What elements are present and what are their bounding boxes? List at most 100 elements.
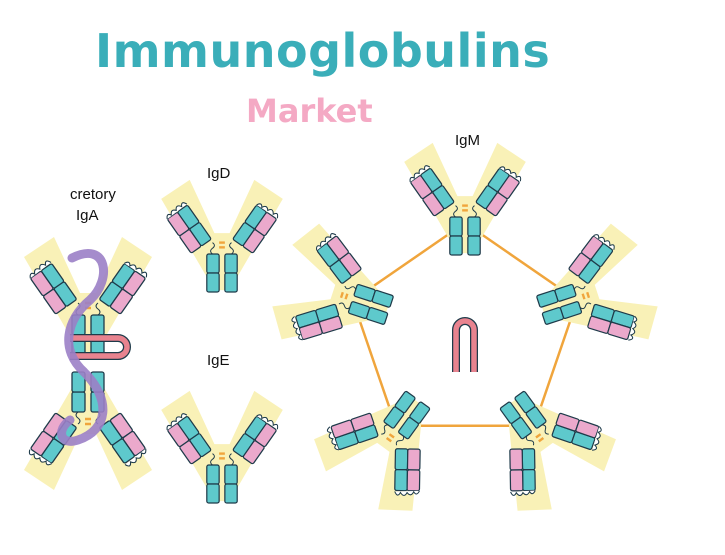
heavy-chain-domain — [206, 483, 220, 504]
hinge-region — [525, 424, 549, 446]
heavy-chain-domain — [224, 272, 238, 293]
ige-antibody — [161, 390, 283, 504]
left-fab-arm — [166, 202, 212, 254]
right-fab-arm — [326, 412, 379, 451]
label-igm: IgM — [455, 132, 481, 149]
hinge-region — [210, 242, 234, 255]
label-ige: IgE — [207, 352, 230, 369]
antigen-binding-zone — [161, 390, 283, 502]
light-chain-domain — [254, 212, 277, 237]
hinge-bond — [344, 293, 349, 300]
heavy-chain-domain — [224, 253, 238, 274]
antigen-binding-site — [628, 315, 638, 341]
light-chain-domain — [30, 430, 54, 457]
heavy-chain-domain — [366, 306, 389, 325]
heavy-chain-domain — [371, 289, 394, 308]
antigen-binding-site — [510, 490, 536, 497]
antigen-binding-site — [593, 234, 615, 250]
hinge-region — [338, 285, 357, 310]
light-chain-domain — [30, 270, 54, 297]
light-chain-domain — [298, 321, 323, 341]
antigen-binding-site — [499, 166, 522, 182]
label-iga: IgA — [76, 207, 99, 224]
antigen-binding-site — [28, 449, 52, 466]
light-chain-domain — [122, 430, 146, 457]
hinge-bond — [586, 291, 591, 299]
left-fab-arm — [568, 234, 615, 284]
right-fab-arm — [475, 166, 522, 217]
antigen-binding-zone — [24, 237, 152, 353]
hinge-region — [573, 285, 592, 310]
antigen-binding-site — [124, 448, 147, 467]
right-fab-arm — [232, 203, 279, 254]
page-title: Immunoglobulins — [95, 24, 551, 78]
label-secretory: cretory — [70, 186, 116, 203]
left-fab-arm — [394, 448, 421, 496]
light-chain-domain — [575, 419, 600, 439]
antigen-binding-site — [394, 490, 420, 496]
igm-monomer — [404, 142, 526, 256]
heavy-chain-domain — [206, 272, 220, 293]
hinge-bond — [385, 437, 392, 443]
heavy-chain-domain — [90, 314, 105, 336]
antigen-binding-site — [29, 260, 52, 279]
hinge-bond — [535, 433, 542, 439]
heavy-chain-domain — [514, 390, 536, 414]
iga-secretory-parts — [57, 249, 478, 446]
heavy-chain-domain — [541, 306, 564, 325]
heavy-chain-domain — [449, 235, 463, 256]
hinge-region — [453, 205, 477, 218]
left-fab-arm — [166, 413, 212, 465]
light-chain-domain — [122, 270, 146, 297]
heavy-chain-domain — [449, 216, 463, 237]
hinge-region — [381, 424, 405, 446]
heavy-chain-domain — [71, 391, 86, 413]
heavy-chain-domain — [409, 401, 431, 424]
light-chain-domain — [581, 235, 604, 260]
left-fab-arm — [409, 165, 455, 217]
right-fab-arm — [587, 303, 638, 341]
left-fab-arm — [29, 260, 77, 315]
igm-monomer — [314, 390, 431, 511]
light-chain-domain — [406, 448, 421, 471]
hinge-bond — [538, 437, 545, 443]
secretory-component — [57, 249, 108, 446]
iga-antibody-upper — [24, 237, 152, 356]
antigen-binding-zone — [161, 179, 283, 291]
antigen-binding-site — [256, 203, 279, 219]
antigen-binding-site — [166, 202, 188, 220]
hinge-region — [210, 453, 234, 466]
left-fab-arm — [551, 412, 602, 451]
right-fab-arm — [316, 233, 362, 284]
light-chain-domain — [607, 321, 632, 341]
heavy-chain-domain — [394, 390, 416, 414]
light-chain-domain — [167, 423, 190, 448]
light-chain-domain — [330, 419, 355, 439]
heavy-chain-domain — [521, 448, 536, 471]
igm-monomer — [499, 390, 616, 511]
right-fab-arm — [509, 448, 536, 497]
page-subtitle: Market — [246, 92, 373, 130]
antigen-binding-site — [592, 426, 602, 451]
light-chain-domain — [406, 469, 421, 492]
heavy-chain-domain — [499, 401, 521, 424]
right-fab-arm — [99, 261, 148, 315]
heavy-chain-domain — [224, 464, 238, 485]
igm-j-chain — [453, 318, 477, 372]
light-chain-domain — [326, 235, 349, 260]
left-fab-arm — [291, 303, 343, 341]
antigen-binding-site — [316, 233, 337, 251]
antigen-binding-site — [166, 413, 188, 431]
light-chain-domain — [497, 175, 520, 200]
right-fab-arm — [232, 414, 279, 465]
j-chain — [70, 335, 130, 359]
heavy-chain-domain — [394, 469, 409, 492]
antigen-binding-site — [256, 414, 279, 430]
igm-monomer — [272, 223, 394, 341]
light-chain-domain — [509, 469, 524, 492]
antigen-binding-zone — [404, 142, 526, 254]
hinge-bond — [388, 433, 395, 439]
label-igd: IgD — [207, 165, 231, 182]
